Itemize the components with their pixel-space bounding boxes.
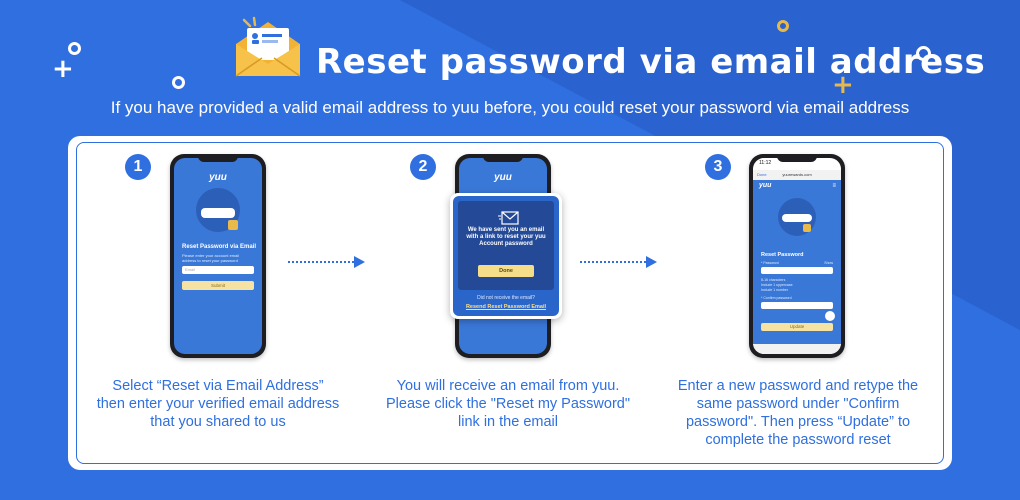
circle-decoration (68, 42, 81, 55)
messenger-icon[interactable] (825, 311, 835, 321)
done-button[interactable]: Done (478, 265, 534, 277)
step-number-3: 3 (705, 154, 731, 180)
phone-screen: yuu Reset Password via Email Please ente… (174, 158, 262, 354)
rule-number: Include 1 number (761, 288, 789, 292)
rule-uppercase: Include 1 uppercase (761, 283, 793, 287)
arrow-1-to-2 (288, 256, 366, 268)
yuu-logo: yuu (209, 172, 227, 183)
phone-notch (198, 154, 238, 162)
rule-length: 8-16 characters (761, 278, 786, 282)
password-field-illustration (782, 214, 812, 222)
plus-icon: + (52, 54, 74, 84)
plus-icon: + (832, 70, 854, 100)
browser-toolbar (753, 344, 841, 354)
step-number-1: 1 (125, 154, 151, 180)
show-toggle[interactable]: Show (824, 261, 833, 265)
envelope-icon (235, 16, 301, 77)
email-sent-dialog: We have sent you an email with a link to… (450, 193, 562, 319)
browser-url: yuurewards.com (782, 172, 812, 177)
arrow-2-to-3 (580, 256, 658, 268)
step-2-caption: You will receive an email from yuu. Plea… (386, 378, 630, 430)
step-number-2: 2 (410, 154, 436, 180)
phone-step-1: yuu Reset Password via Email Please ente… (170, 154, 266, 358)
submit-button[interactable]: Submit (182, 281, 254, 290)
confirm-password-label: * Confirm password (761, 296, 792, 300)
browser-bar: Done yuurewards.com (753, 170, 841, 180)
card-border (76, 142, 944, 464)
yuu-logo: yuu (759, 182, 772, 189)
confirm-password-input[interactable] (761, 302, 833, 309)
resend-email-link[interactable]: Resend Reset Password Email (465, 304, 547, 310)
status-time: 11:12 (759, 160, 772, 166)
phone-notch (483, 154, 523, 162)
phone-screen: 11:12 Done yuurewards.com yuu ≡ Reset Pa… (753, 158, 841, 354)
page-subtitle: If you have provided a valid email addre… (110, 98, 910, 117)
dialog-message: We have sent you an email with a link to… (466, 227, 546, 247)
password-label: * Password (761, 261, 779, 265)
reset-password-page: yuu ≡ Reset Password * Password Show 8-1… (753, 180, 841, 344)
page-title: Reset password via email address (316, 42, 986, 82)
browser-done-button[interactable]: Done (757, 172, 767, 177)
phone-step-3: 11:12 Done yuurewards.com yuu ≡ Reset Pa… (749, 154, 845, 358)
new-password-input[interactable] (761, 267, 833, 274)
lock-icon (803, 224, 811, 232)
password-field-illustration (201, 208, 235, 218)
update-button[interactable]: Update (761, 323, 833, 331)
email-input[interactable]: Email (182, 266, 254, 274)
step-3-caption: Enter a new password and retype the same… (677, 378, 919, 448)
did-not-receive-text: Did not receive the email? (477, 295, 535, 301)
lock-icon (228, 220, 238, 230)
screen-instruction: Please enter your account email address … (182, 253, 240, 263)
yuu-logo: yuu (494, 172, 512, 183)
screen-heading: Reset Password (761, 252, 804, 258)
menu-icon[interactable]: ≡ (832, 183, 836, 189)
envelope-icon (498, 211, 519, 225)
circle-decoration (777, 20, 789, 32)
screen-heading: Reset Password via Email (182, 244, 257, 250)
circle-decoration (916, 46, 931, 61)
circle-decoration (172, 76, 185, 89)
phone-notch (777, 154, 817, 162)
step-1-caption: Select “Reset via Email Address” then en… (96, 378, 340, 430)
